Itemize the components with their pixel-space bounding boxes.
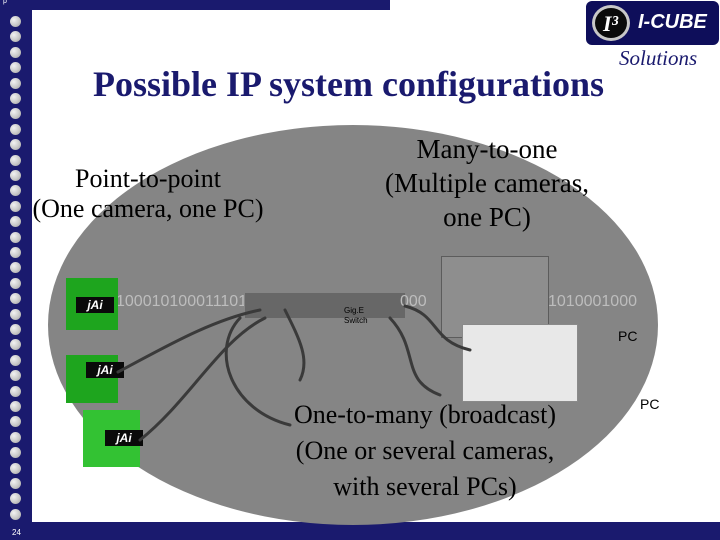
logo-wordmark: I-CUBE [638,11,707,33]
rail-dot [10,216,21,228]
rail-dot [10,139,21,151]
rail-dot [10,231,21,243]
rail-dot [10,324,21,335]
camera-3: jAi [83,410,143,467]
many-to-one-label: Many-to-one (Multiple cameras, one PC) [385,134,589,232]
rail-dot [10,508,21,520]
camera-2: jAi [66,355,124,403]
left-rail [0,10,32,522]
rail-dot [10,185,21,197]
badge-text: I³ [603,11,619,36]
page-number: 24 [12,528,21,537]
rail-dot [10,277,21,289]
rail-dot [10,370,21,382]
pc-label-1: PC [618,328,638,344]
cable-pc-front [403,304,472,352]
rail-dot [10,247,21,258]
rail-dot [10,93,21,104]
i-cube-badge-icon: I³ [592,5,630,41]
jai-logo-icon: jAi [86,362,124,378]
logo-tagline: Solutions [619,46,698,70]
cable-switch-lower [224,316,292,427]
rail-dot [10,462,21,474]
one-to-many-label: One-to-many (broadcast) (One or several … [293,400,557,501]
jai-logo-icon: jAi [105,430,143,446]
rail-dot [10,385,21,397]
rail-dot [10,31,21,43]
bitstream-right: 1010001000 [548,293,637,310]
rail-dot [10,416,21,428]
rail-dot [10,493,21,505]
rail-dot [10,77,21,89]
point-to-point-label: Point-to-point (One camera, one PC) [32,164,264,223]
rail-dot [10,401,21,412]
rail-dot [10,308,21,320]
cable-camera-2 [116,308,262,374]
rail-dot [10,170,21,181]
rail-dot [10,123,21,135]
corner-mark: p [3,0,7,5]
cable-switch-down [283,308,306,382]
pc-front-box [462,324,578,402]
switch-label: Gig.E Switch [344,306,368,325]
rail-dot [10,154,21,166]
rail-dot [10,478,21,489]
bottom-bar [0,522,720,540]
cable-pc-lower [388,316,442,397]
slide-title: Possible IP system configurations [93,64,605,104]
rail-dot [10,262,21,274]
rail-dot [10,293,21,305]
camera-1: jAi [66,278,118,330]
jai-logo-icon: jAi [76,297,114,313]
rail-dot [10,447,21,459]
top-bar: p [0,0,390,10]
rail-dot [10,62,21,74]
rail-dot [10,16,21,27]
gige-switch [245,293,405,318]
rail-dot [10,431,21,443]
i-cube-logo: I³ I-CUBE [586,1,719,45]
pc-label-2: PC [640,396,660,412]
rail-dot [10,108,21,120]
bitstream-left: 1000101000111010 [116,293,244,310]
rail-dot [10,354,21,366]
cable-camera-3 [138,316,267,442]
rail-dot [10,46,21,58]
rail-dot [10,200,21,212]
rail-dot [10,339,21,351]
